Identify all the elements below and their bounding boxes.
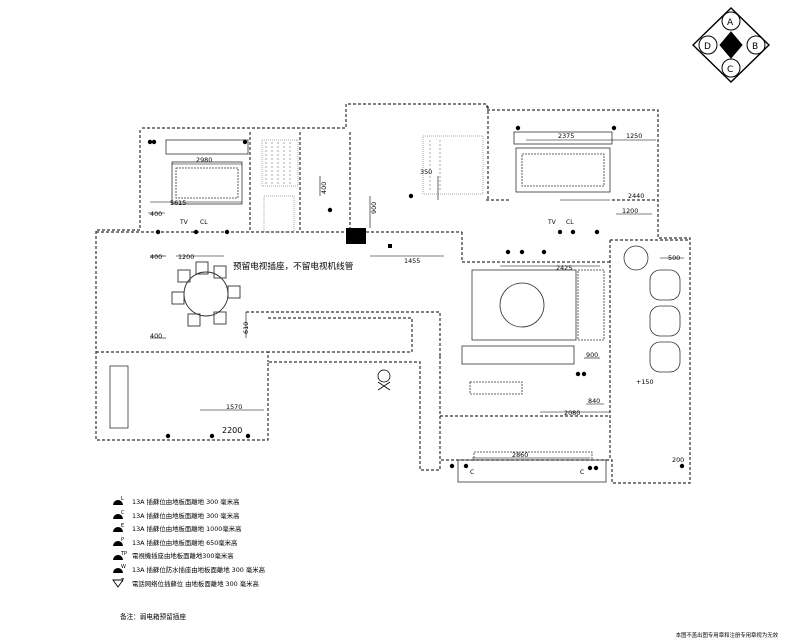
column-block — [346, 228, 366, 244]
compass — [691, 7, 771, 83]
footer-disclaimer: 本图不盖出图专用章和注册专用章视为无效 — [675, 633, 778, 639]
dim-1200-a: 1200 — [178, 253, 194, 261]
dim-900: 900 — [370, 202, 378, 214]
legend-row: W 13A 插蘇位防水插座由地板面離地 300 毫米高 — [112, 564, 472, 578]
tag-c-right: C — [580, 469, 584, 476]
tag-c-left: C — [470, 469, 474, 476]
dim-2425: 2425 — [556, 264, 572, 272]
tag-cl-left: CL — [200, 219, 208, 226]
dim-350: 350 — [420, 168, 432, 176]
dim-2440: 2440 — [628, 192, 644, 200]
tag-tv-left: TV — [179, 219, 189, 226]
distribution-box-icon — [377, 369, 391, 391]
half-circle-icon: C — [112, 510, 132, 523]
dim-5615: 5615 — [170, 199, 186, 207]
legend-text: 13A 插蘇位由地板面離地 1000毫米高 — [132, 525, 242, 534]
compass-c: C — [727, 65, 733, 75]
dim-400-b: 400 — [320, 182, 328, 194]
bath-tiles — [261, 135, 484, 233]
legend: L 13A 插蘇位由地板面離地 300 毫米高 C 13A 插蘇位由地板面離地 … — [112, 496, 472, 591]
dim-2080: 2080 — [564, 409, 580, 417]
dim-400-a: 400 — [150, 210, 162, 218]
half-circle-icon: TP — [112, 551, 132, 564]
dim-840: 840 — [588, 397, 600, 405]
half-circle-icon: E — [112, 523, 132, 536]
legend-row: L 13A 插蘇位由地板面離地 300 毫米高 — [112, 496, 472, 510]
dim-plus-150: +150 — [636, 378, 654, 386]
dim-2375: 2375 — [558, 132, 574, 140]
legend-row: P 13A 插蘇位由地板面離地 650毫米高 — [112, 537, 472, 551]
dim-2860: 2860 — [512, 451, 528, 459]
dim-1570: 1570 — [226, 403, 242, 411]
lounge-chairs — [623, 245, 681, 373]
dimension-lines — [148, 139, 684, 459]
column-small — [388, 244, 392, 248]
legend-text: 13A 插蘇位由地板面離地 650毫米高 — [132, 538, 238, 547]
bed-left — [165, 139, 249, 205]
compass-d: D — [704, 42, 711, 52]
dim-900-b: 900 — [586, 351, 598, 359]
dim-1455: 1455 — [404, 257, 420, 265]
dim-2200: 2200 — [222, 426, 242, 435]
tv-socket-callout: 预留电视插座，不留电视机线管 — [233, 262, 354, 272]
dim-400-d: 400 — [150, 332, 162, 340]
dim-400-c: 400 — [150, 253, 162, 261]
legend-text: 電視機插座由地板面離地300毫米高 — [132, 552, 234, 561]
legend-row: E 13A 插蘇位由地板面離地 1000毫米高 — [112, 523, 472, 537]
compass-b: B — [752, 42, 758, 52]
dim-610: 610 — [242, 322, 250, 334]
dim-200: 200 — [672, 456, 684, 464]
half-circle-icon: W — [112, 564, 132, 577]
dim-1250: 1250 — [626, 132, 642, 140]
living-area — [461, 269, 605, 395]
dim-2980: 2980 — [196, 156, 212, 164]
compass-a: A — [727, 18, 734, 28]
triangle-icon: T — [112, 578, 132, 591]
half-circle-icon: P — [112, 537, 132, 550]
tag-tv-right: TV — [547, 219, 557, 226]
legend-text: 電話网络位插蘇位 由地板面離地 300 毫米高 — [132, 579, 259, 588]
socket-markers — [147, 125, 685, 471]
legend-text: 13A 插蘇位由地板面離地 300 毫米高 — [132, 498, 240, 506]
half-circle-icon: L — [112, 496, 132, 509]
walls — [95, 103, 691, 484]
note: 备注：弱电箱预留插座 — [120, 613, 186, 621]
dim-1200-b: 1200 — [622, 207, 638, 215]
legend-text: 13A 插蘇位由地板面離地 300 毫米高 — [132, 511, 240, 520]
bed-right — [513, 131, 613, 193]
tag-cl-right: CL — [566, 219, 574, 226]
legend-row: C 13A 插蘇位由地板面離地 300 毫米高 — [112, 510, 472, 524]
dining-table — [171, 261, 241, 327]
dim-500: 500 — [668, 254, 680, 262]
legend-text: 13A 插蘇位防水插座由地板面離地 300 毫米高 — [132, 565, 266, 574]
legend-row: TP 電視機插座由地板面離地300毫米高 — [112, 550, 472, 564]
kitchen — [109, 365, 607, 483]
legend-row: T 電話网络位插蘇位 由地板面離地 300 毫米高 — [112, 578, 472, 592]
